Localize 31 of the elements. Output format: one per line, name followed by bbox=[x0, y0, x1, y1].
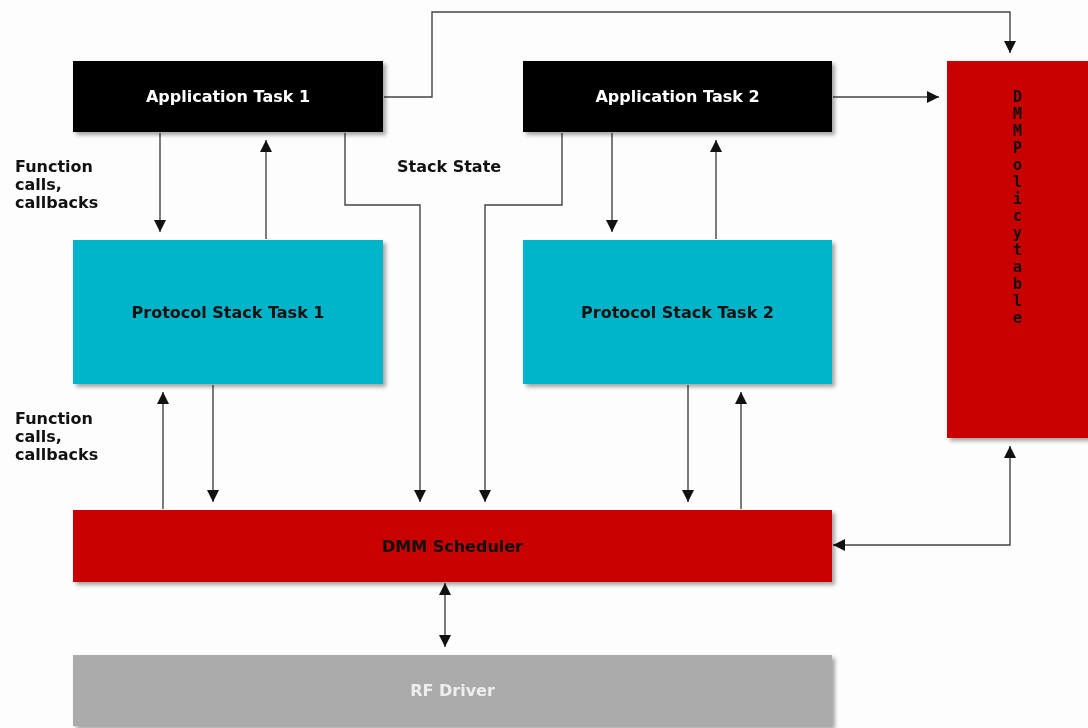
driver-box bbox=[73, 655, 832, 726]
edge-group-label: Stack State bbox=[397, 158, 503, 176]
arrow bbox=[606, 132, 618, 233]
arrow bbox=[344, 132, 426, 503]
box-label: Protocol Stack Task 1 bbox=[131, 302, 325, 322]
arrow bbox=[157, 391, 169, 510]
arrow bbox=[439, 582, 451, 648]
box-label: RF Driver bbox=[410, 681, 495, 700]
table-title: DMM Policy table bbox=[1013, 89, 1022, 327]
task-box bbox=[73, 61, 383, 132]
arrow bbox=[832, 91, 940, 103]
arrow bbox=[682, 384, 694, 503]
arrow bbox=[832, 445, 1016, 551]
arrow bbox=[710, 139, 722, 240]
arrow bbox=[260, 139, 272, 240]
task-box bbox=[73, 240, 383, 384]
box-label: DMM Scheduler bbox=[382, 536, 523, 556]
arrow bbox=[383, 11, 1016, 98]
task-box bbox=[523, 240, 832, 384]
box-label: Application Task 1 bbox=[145, 87, 311, 106]
box-label: Protocol Stack Task 2 bbox=[581, 302, 774, 322]
scheduler-box bbox=[73, 510, 832, 582]
box-label: Application Task 2 bbox=[595, 87, 760, 106]
arrow bbox=[154, 132, 166, 233]
table-box bbox=[947, 61, 1088, 438]
annotation-label: Function calls, callbacks bbox=[15, 158, 100, 212]
task-box bbox=[523, 61, 832, 132]
arrow bbox=[735, 391, 747, 510]
annotation-label: Function calls, callbacks bbox=[15, 410, 100, 464]
arrow bbox=[479, 132, 563, 503]
arrow bbox=[207, 384, 219, 503]
